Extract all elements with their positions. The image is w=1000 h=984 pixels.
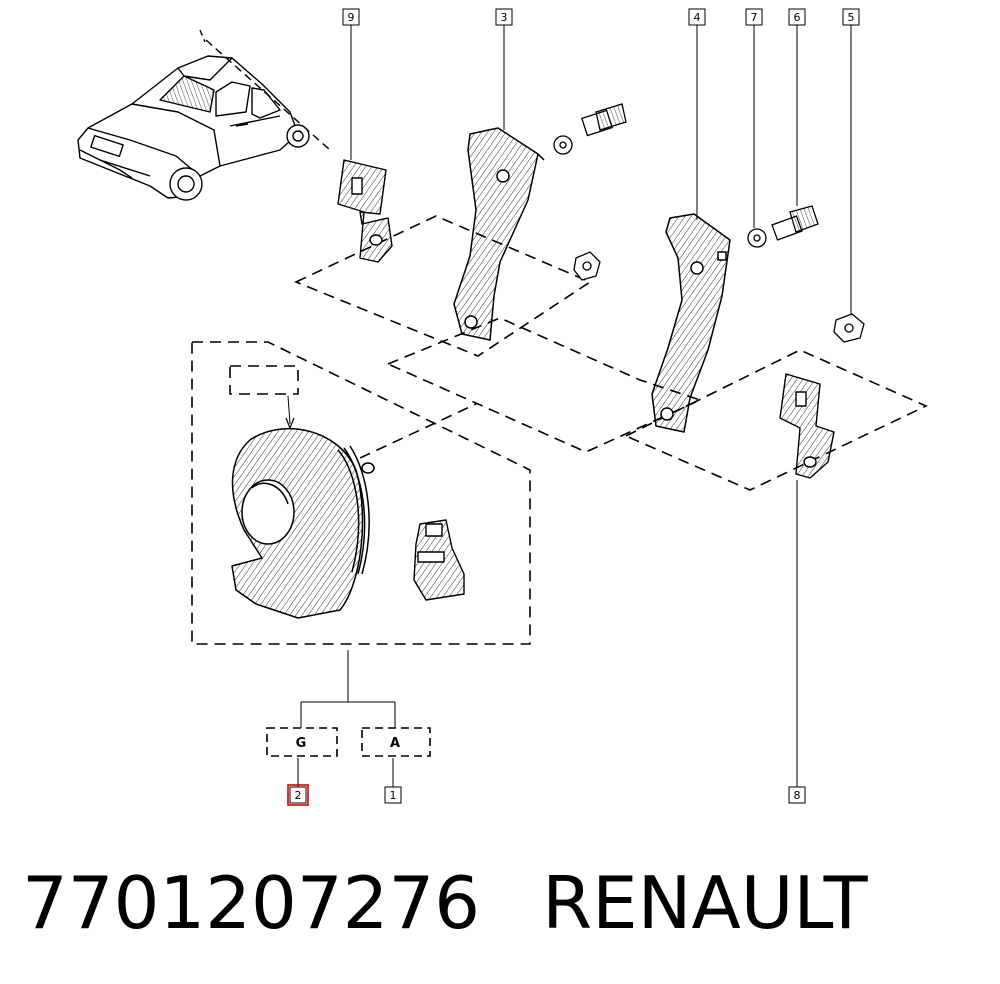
- callout-2: 2: [287, 784, 309, 806]
- svg-text:2: 2: [295, 789, 302, 802]
- callout-7: 7: [745, 8, 763, 26]
- callout-2-highlight: [287, 784, 309, 806]
- clip-bracket-left: [337, 159, 393, 263]
- exploded-parts-diagram: 9 3 4 7 6 5 2 1 8 G A: [77, 8, 928, 806]
- horn: [231, 427, 375, 619]
- svg-text:G: G: [296, 736, 307, 751]
- bolt-upper-left: [581, 103, 627, 137]
- svg-text:9: 9: [348, 11, 355, 24]
- brand-name: RENAULT: [542, 861, 868, 945]
- svg-text:5: 5: [848, 11, 855, 24]
- callout-5: 5: [842, 8, 860, 26]
- vehicle-illustration: [77, 29, 331, 201]
- svg-text:8: 8: [794, 789, 801, 802]
- nut-right: [833, 313, 865, 343]
- callout-8: 8: [788, 786, 806, 804]
- callout-6: 6: [788, 8, 806, 26]
- callout-3: 3: [495, 8, 513, 26]
- callout-1: 1: [384, 786, 402, 804]
- svg-text:1: 1: [390, 789, 397, 802]
- washer-upper-left: [553, 135, 573, 155]
- svg-text:4: 4: [694, 11, 701, 24]
- part-number: 7701207276: [22, 861, 481, 945]
- electrical-connector: [413, 519, 465, 601]
- mounting-bracket-right: [651, 213, 731, 433]
- clip-bracket-right: [779, 373, 835, 479]
- svg-text:7: 7: [751, 11, 758, 24]
- svg-text:A: A: [390, 736, 400, 751]
- variant-a: A: [361, 727, 431, 757]
- leader-lines: [287, 24, 852, 787]
- callout-4: 4: [688, 8, 706, 26]
- svg-text:3: 3: [501, 11, 508, 24]
- variant-g: G: [266, 727, 338, 757]
- caption: 7701207276 RENAULT: [22, 858, 868, 948]
- mounting-bracket-left: [453, 127, 545, 341]
- callout-9: 9: [342, 8, 360, 26]
- washer-right: [747, 228, 767, 248]
- bolt-right: [771, 205, 819, 241]
- nut-left: [573, 251, 601, 281]
- svg-text:6: 6: [794, 11, 801, 24]
